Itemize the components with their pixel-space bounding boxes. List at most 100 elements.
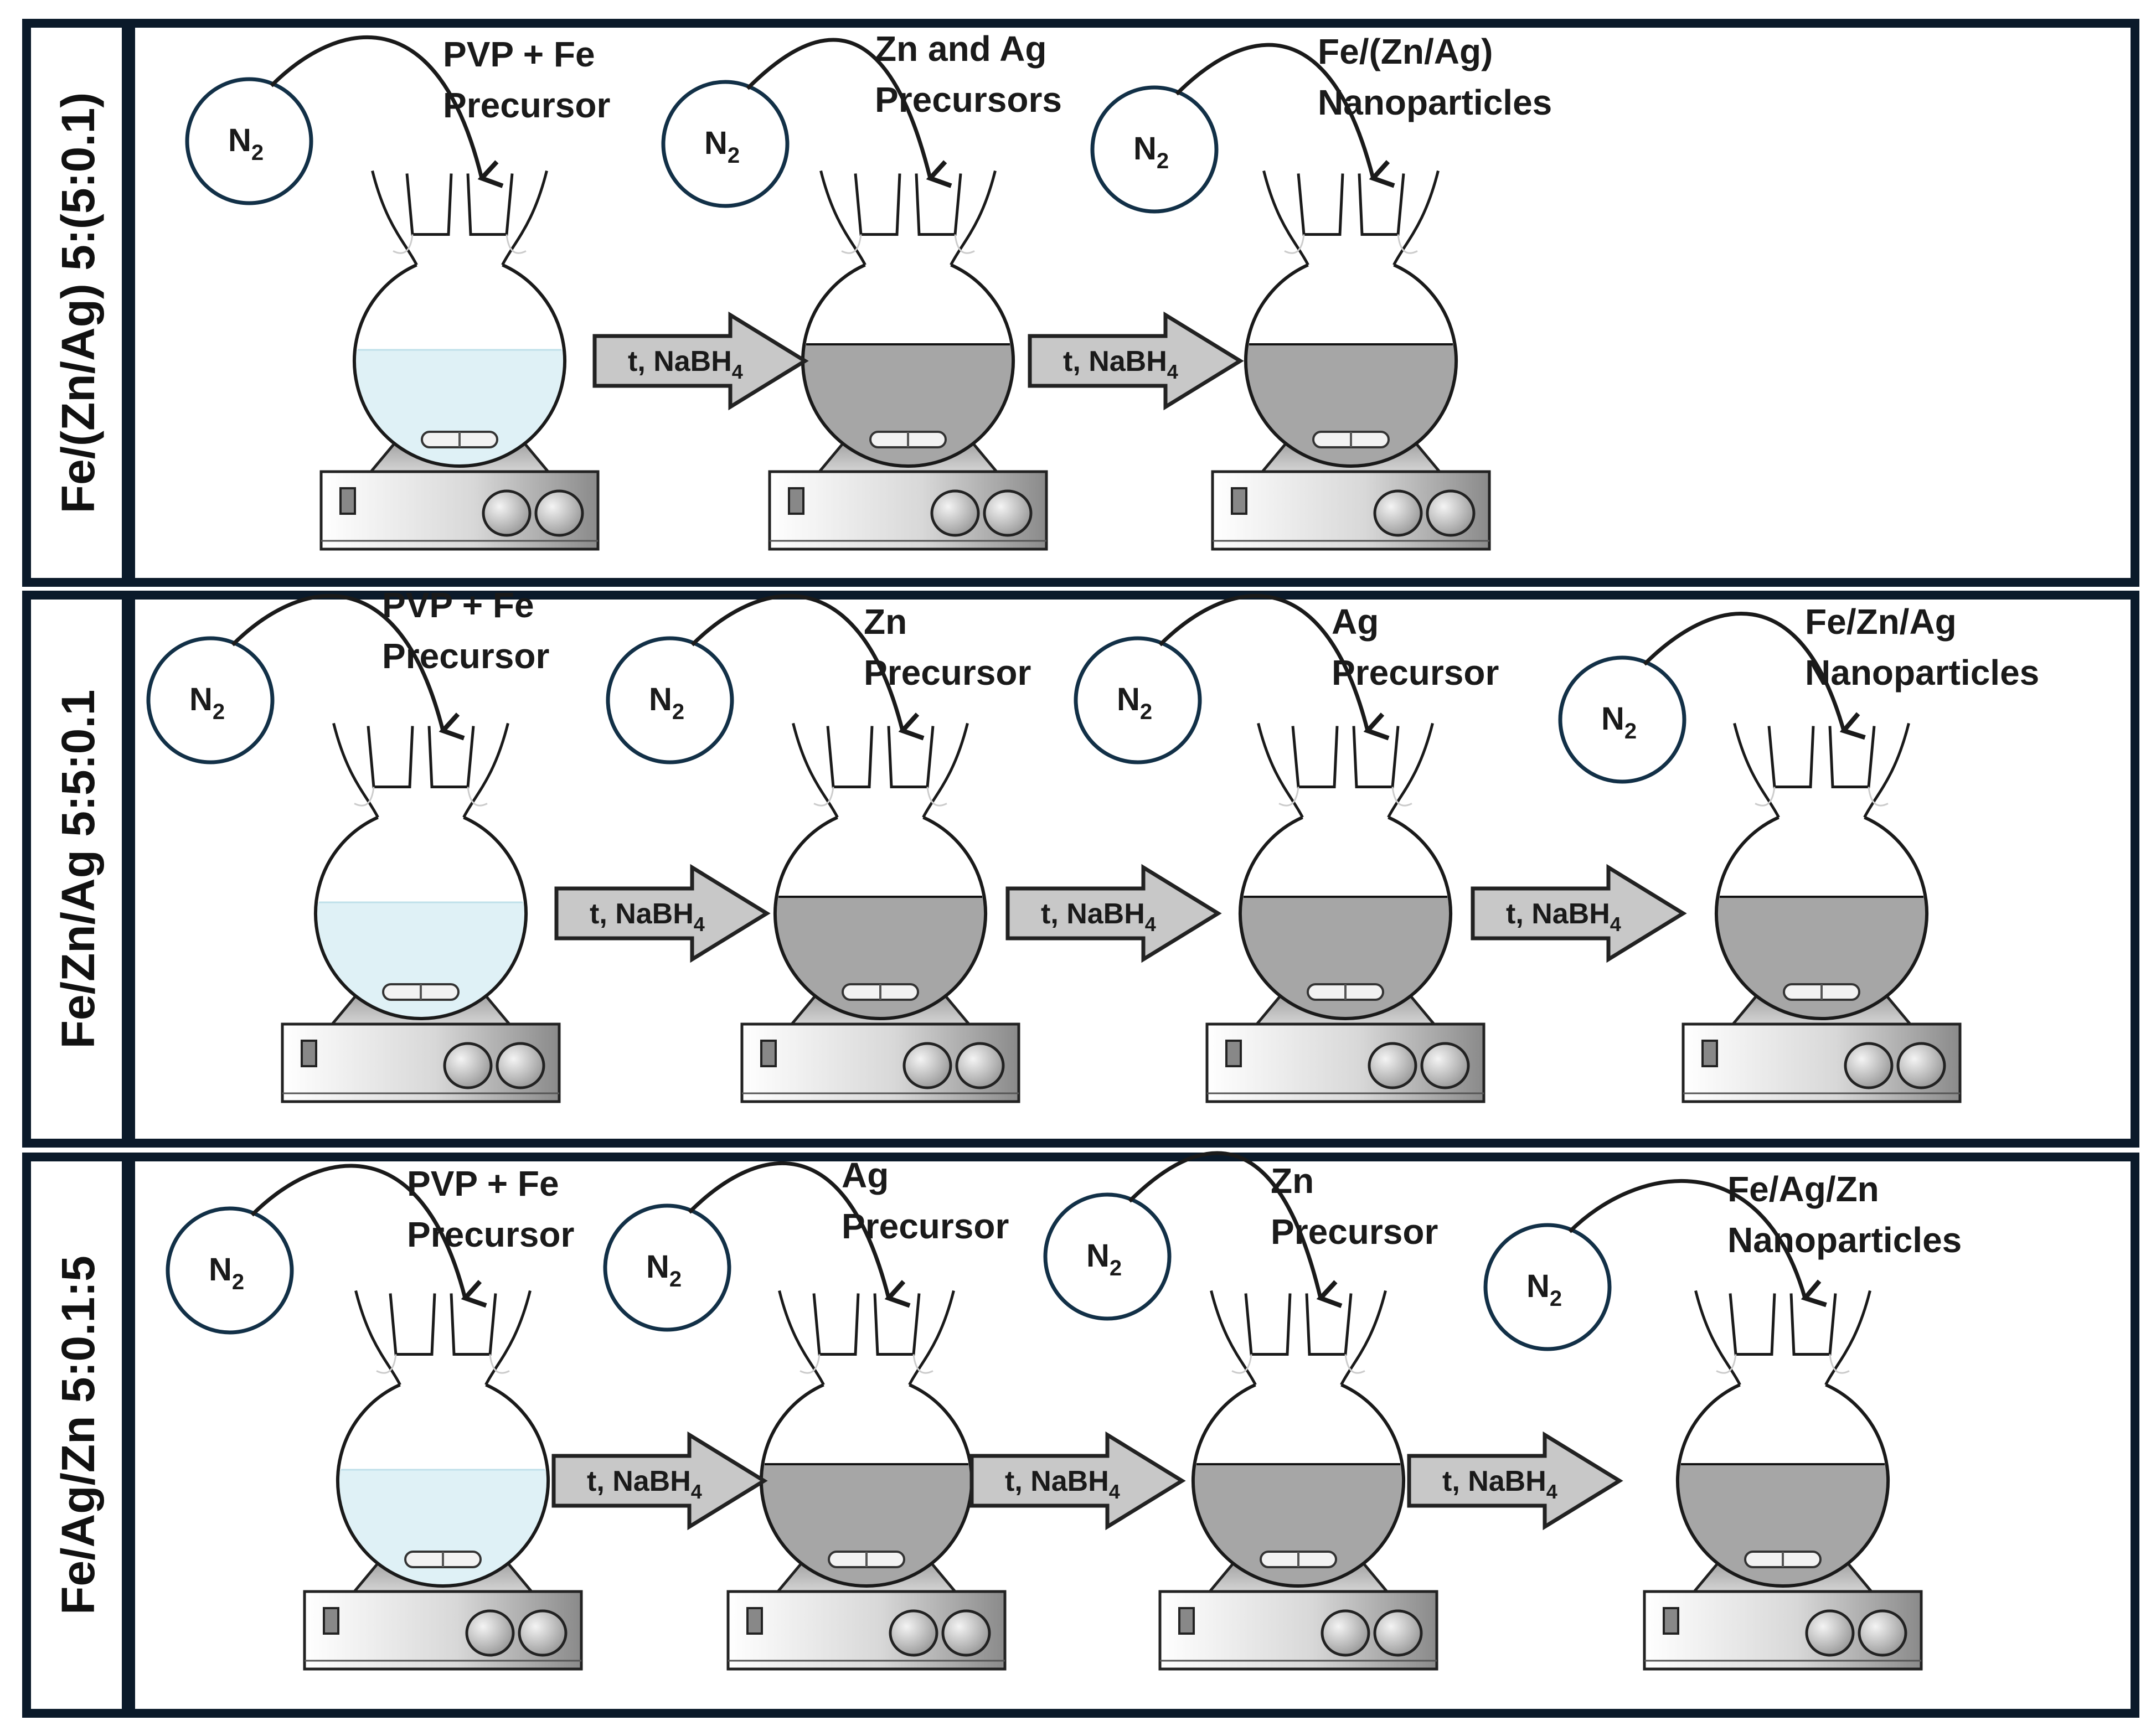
reaction-arrow [1028, 311, 1244, 411]
n2-subscript: 2 [232, 1270, 244, 1294]
n2-symbol: N [1086, 1238, 1110, 1274]
stirrer-knob-right [496, 1042, 545, 1089]
flask-neck-right [873, 1293, 921, 1356]
reagent-label-line1: Fe/Ag/Zn [1727, 1169, 1879, 1209]
reagent-label-line2: Precursor [864, 653, 1031, 693]
stirrer-knob-left [1844, 1042, 1894, 1089]
reagent-label-line2: Precursors [875, 80, 1062, 120]
n2-symbol: N [1117, 681, 1140, 717]
n2-symbol: N [649, 681, 672, 717]
addition-arrow [1175, 43, 1395, 188]
n2-circle [1074, 636, 1202, 764]
flask-neck-right [887, 726, 935, 789]
stirrer-switch [1701, 1040, 1718, 1067]
n2-subscript: 2 [1157, 149, 1169, 173]
n2-circle [606, 636, 734, 764]
stirrer-switch [301, 1040, 317, 1067]
stirrer-knob-left [443, 1042, 493, 1089]
n2-label: N2 [646, 1249, 682, 1291]
flask-side-neck-right [501, 170, 548, 266]
flask-neck-right [1358, 173, 1405, 236]
arrow-text: t, NaBH [1005, 1465, 1109, 1497]
n2-label: N2 [1601, 701, 1637, 743]
n2-symbol: N [704, 125, 728, 161]
arrow-text: t, NaBH [1506, 898, 1610, 930]
stirrer-knob-right [1896, 1042, 1946, 1089]
reagent-label-line1: Ag [1332, 602, 1379, 642]
addition-arrow [690, 594, 925, 741]
flask-side-neck-right [1387, 722, 1434, 818]
reagent-label-line1: Zn [1271, 1161, 1314, 1201]
flask-neck-left [405, 173, 453, 236]
n2-label: N2 [209, 1252, 244, 1294]
stirrer-knob-left [1805, 1609, 1855, 1657]
n2-circle [166, 1206, 294, 1335]
flask-side-neck-right [484, 1290, 532, 1386]
flask-body [1715, 815, 1928, 1020]
side-label: Fe/Ag/Zn 5:0.1:5 [52, 1256, 104, 1615]
flask-neck-right [466, 173, 514, 236]
arrow-text: t, NaBH [1063, 345, 1167, 378]
addition-arrow [688, 1161, 911, 1308]
reagent-label-line1: Zn [864, 602, 907, 642]
n2-symbol: N [209, 1252, 232, 1288]
flask-neck-left [1767, 726, 1815, 789]
flask-side-neck-left [332, 722, 379, 818]
arrow-label: t, NaBH4 [587, 1465, 702, 1503]
arrow-label: t, NaBH4 [1063, 345, 1178, 383]
flask-side-neck-left [1257, 722, 1304, 818]
flask-side-neck-left [1694, 1290, 1741, 1386]
flask-neck-right [1828, 726, 1876, 789]
n2-symbol: N [646, 1249, 669, 1285]
arrow-label: t, NaBH4 [1005, 1465, 1120, 1503]
reagent-label-line2: Precursor [842, 1206, 1009, 1246]
flask-side-neck-right [1340, 1290, 1387, 1386]
reagent-label-line2: Precursor [382, 636, 549, 676]
stirrer-base [281, 1022, 561, 1103]
reagent-label-line2: Precursor [1332, 653, 1499, 693]
flask-side-neck-right [950, 170, 997, 266]
stirrer-switch [339, 487, 356, 515]
arrow-label: t, NaBH4 [1041, 898, 1156, 936]
stirrer-knob-left [889, 1609, 938, 1657]
arrow-subscript: 4 [1610, 913, 1621, 936]
reaction-arrow [1471, 864, 1687, 963]
flask-side-neck-right [922, 722, 969, 818]
reagent-label-line1: Zn and Ag [875, 29, 1046, 69]
stirrer-knob-right [1426, 489, 1476, 537]
reagent-label-line2: Nanoparticles [1805, 653, 2039, 693]
reagent-label-line1: Fe/Zn/Ag [1805, 602, 1957, 642]
n2-subscript: 2 [1140, 700, 1152, 724]
reagent-label-line1: Ag [842, 1155, 889, 1195]
arrow-subscript: 4 [732, 360, 743, 383]
flask-neck-right [1352, 726, 1400, 789]
flask-body [1239, 815, 1452, 1020]
flask-neck-right [1789, 1293, 1837, 1356]
stirrer-knob-right [1373, 1609, 1423, 1657]
reaction-arrow [1005, 864, 1222, 963]
n2-circle [146, 636, 275, 764]
n2-circle [1090, 85, 1219, 214]
n2-symbol: N [228, 122, 251, 158]
arrow-subscript: 4 [1145, 913, 1156, 936]
reagent-label-line1: Fe/(Zn/Ag) [1318, 32, 1493, 71]
stirrer-switch [1663, 1607, 1679, 1635]
n2-label: N2 [649, 681, 684, 724]
arrow-text: t, NaBH [628, 345, 732, 378]
flask-neck-left [1729, 1293, 1776, 1356]
flask-body [353, 263, 566, 468]
stirrer-base [1643, 1590, 1923, 1671]
addition-arrow [1568, 1179, 1827, 1308]
stirrer-knob-right [941, 1609, 991, 1657]
arrow-label: t, NaBH4 [628, 345, 743, 383]
n2-label: N2 [189, 681, 225, 724]
flask-side-neck-left [819, 170, 866, 266]
flask-body [1192, 1383, 1405, 1588]
